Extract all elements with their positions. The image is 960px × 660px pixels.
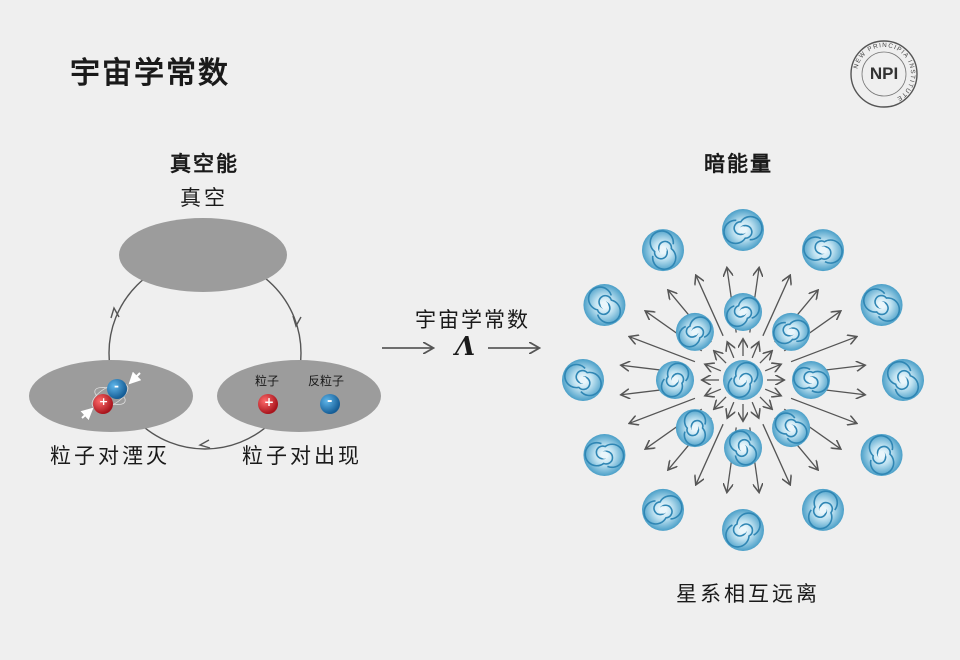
page-title: 宇宙学常数 [70,56,230,91]
galaxy-icon [642,488,684,531]
galaxy-icon [802,488,844,531]
expansion-arrow [764,365,780,371]
galaxy-icon [724,293,762,331]
expansion-arrow [762,423,790,483]
galaxy-icon [642,229,684,272]
galaxy-icon [772,312,811,351]
galaxy-icon [583,284,626,326]
lambda-symbol: Λ [455,332,476,362]
particle [258,394,278,414]
galaxy-icon [882,359,924,401]
galaxy-icon [656,361,694,399]
antiparticle [320,394,340,414]
expansion-arrow [759,396,771,408]
galaxy-icon [860,434,903,476]
logo-text: NPI [869,64,899,83]
expansion-arrow [706,389,722,395]
galaxy-icon [675,312,714,351]
pair-creation-label: 粒子对出现 [242,444,362,468]
cycle-arrow-right [292,315,302,328]
antiparticle-minus: - [327,394,333,409]
expansion-arrow [762,276,790,337]
vacuum-ellipse [119,218,287,292]
expansion-arrow [759,352,771,364]
expansion-arrow [706,365,722,371]
galaxy-icon [583,434,626,476]
expansion-arrow [764,389,780,395]
annihilating-plus: + [99,395,109,408]
annihilating-particle [93,394,113,414]
expansion-arrow [630,397,696,423]
pair-creation-ellipse [217,360,381,432]
particle-plus: + [264,395,275,409]
galaxy-icon [724,429,762,467]
annihilation-label: 粒子对湮灭 [50,444,170,468]
expansion-arrow [752,401,758,417]
galaxy-icon [860,284,903,326]
galaxies-receding-caption: 星系相互远离 [676,582,820,606]
expansion-arrow [715,352,727,364]
galaxy-icon [675,409,714,448]
particle-label: 粒子 [255,374,280,388]
annihilating-antiparticle [107,379,127,399]
cycle-arrow-bottom [198,439,211,449]
galaxy-icon [723,360,763,400]
expansion-arrow [790,397,856,423]
galaxy-icon [722,509,764,551]
expansion-arrow [696,276,724,337]
expansion-arrow [696,423,724,483]
expansion-arrow [752,343,758,359]
cosmological-constant-label: 宇宙学常数 [415,308,530,332]
expansion-arrow [728,343,734,359]
antiparticle-label: 反粒子 [308,374,345,388]
annihilating-minus: - [114,379,119,393]
vacuum-label: 真空 [180,186,228,210]
expansion-arrow [728,401,734,417]
vacuum-energy-heading: 真空能 [170,152,239,176]
npi-logo: NEW PRINCIPIA INSTITUTE NPI [848,38,920,110]
dark-energy-heading: 暗能量 [704,152,773,176]
expansion-arrow [715,396,727,408]
galaxy-icon [562,359,604,401]
galaxy-icon [792,361,830,399]
galaxy-icon [722,209,764,251]
logo-ring: NEW PRINCIPIA INSTITUTE [850,40,918,108]
cycle-arrow-left [110,306,120,319]
expansion-arrow [790,337,856,363]
galaxy-icon [802,229,844,272]
galaxy-icon [772,409,811,448]
expansion-arrow [630,337,696,363]
